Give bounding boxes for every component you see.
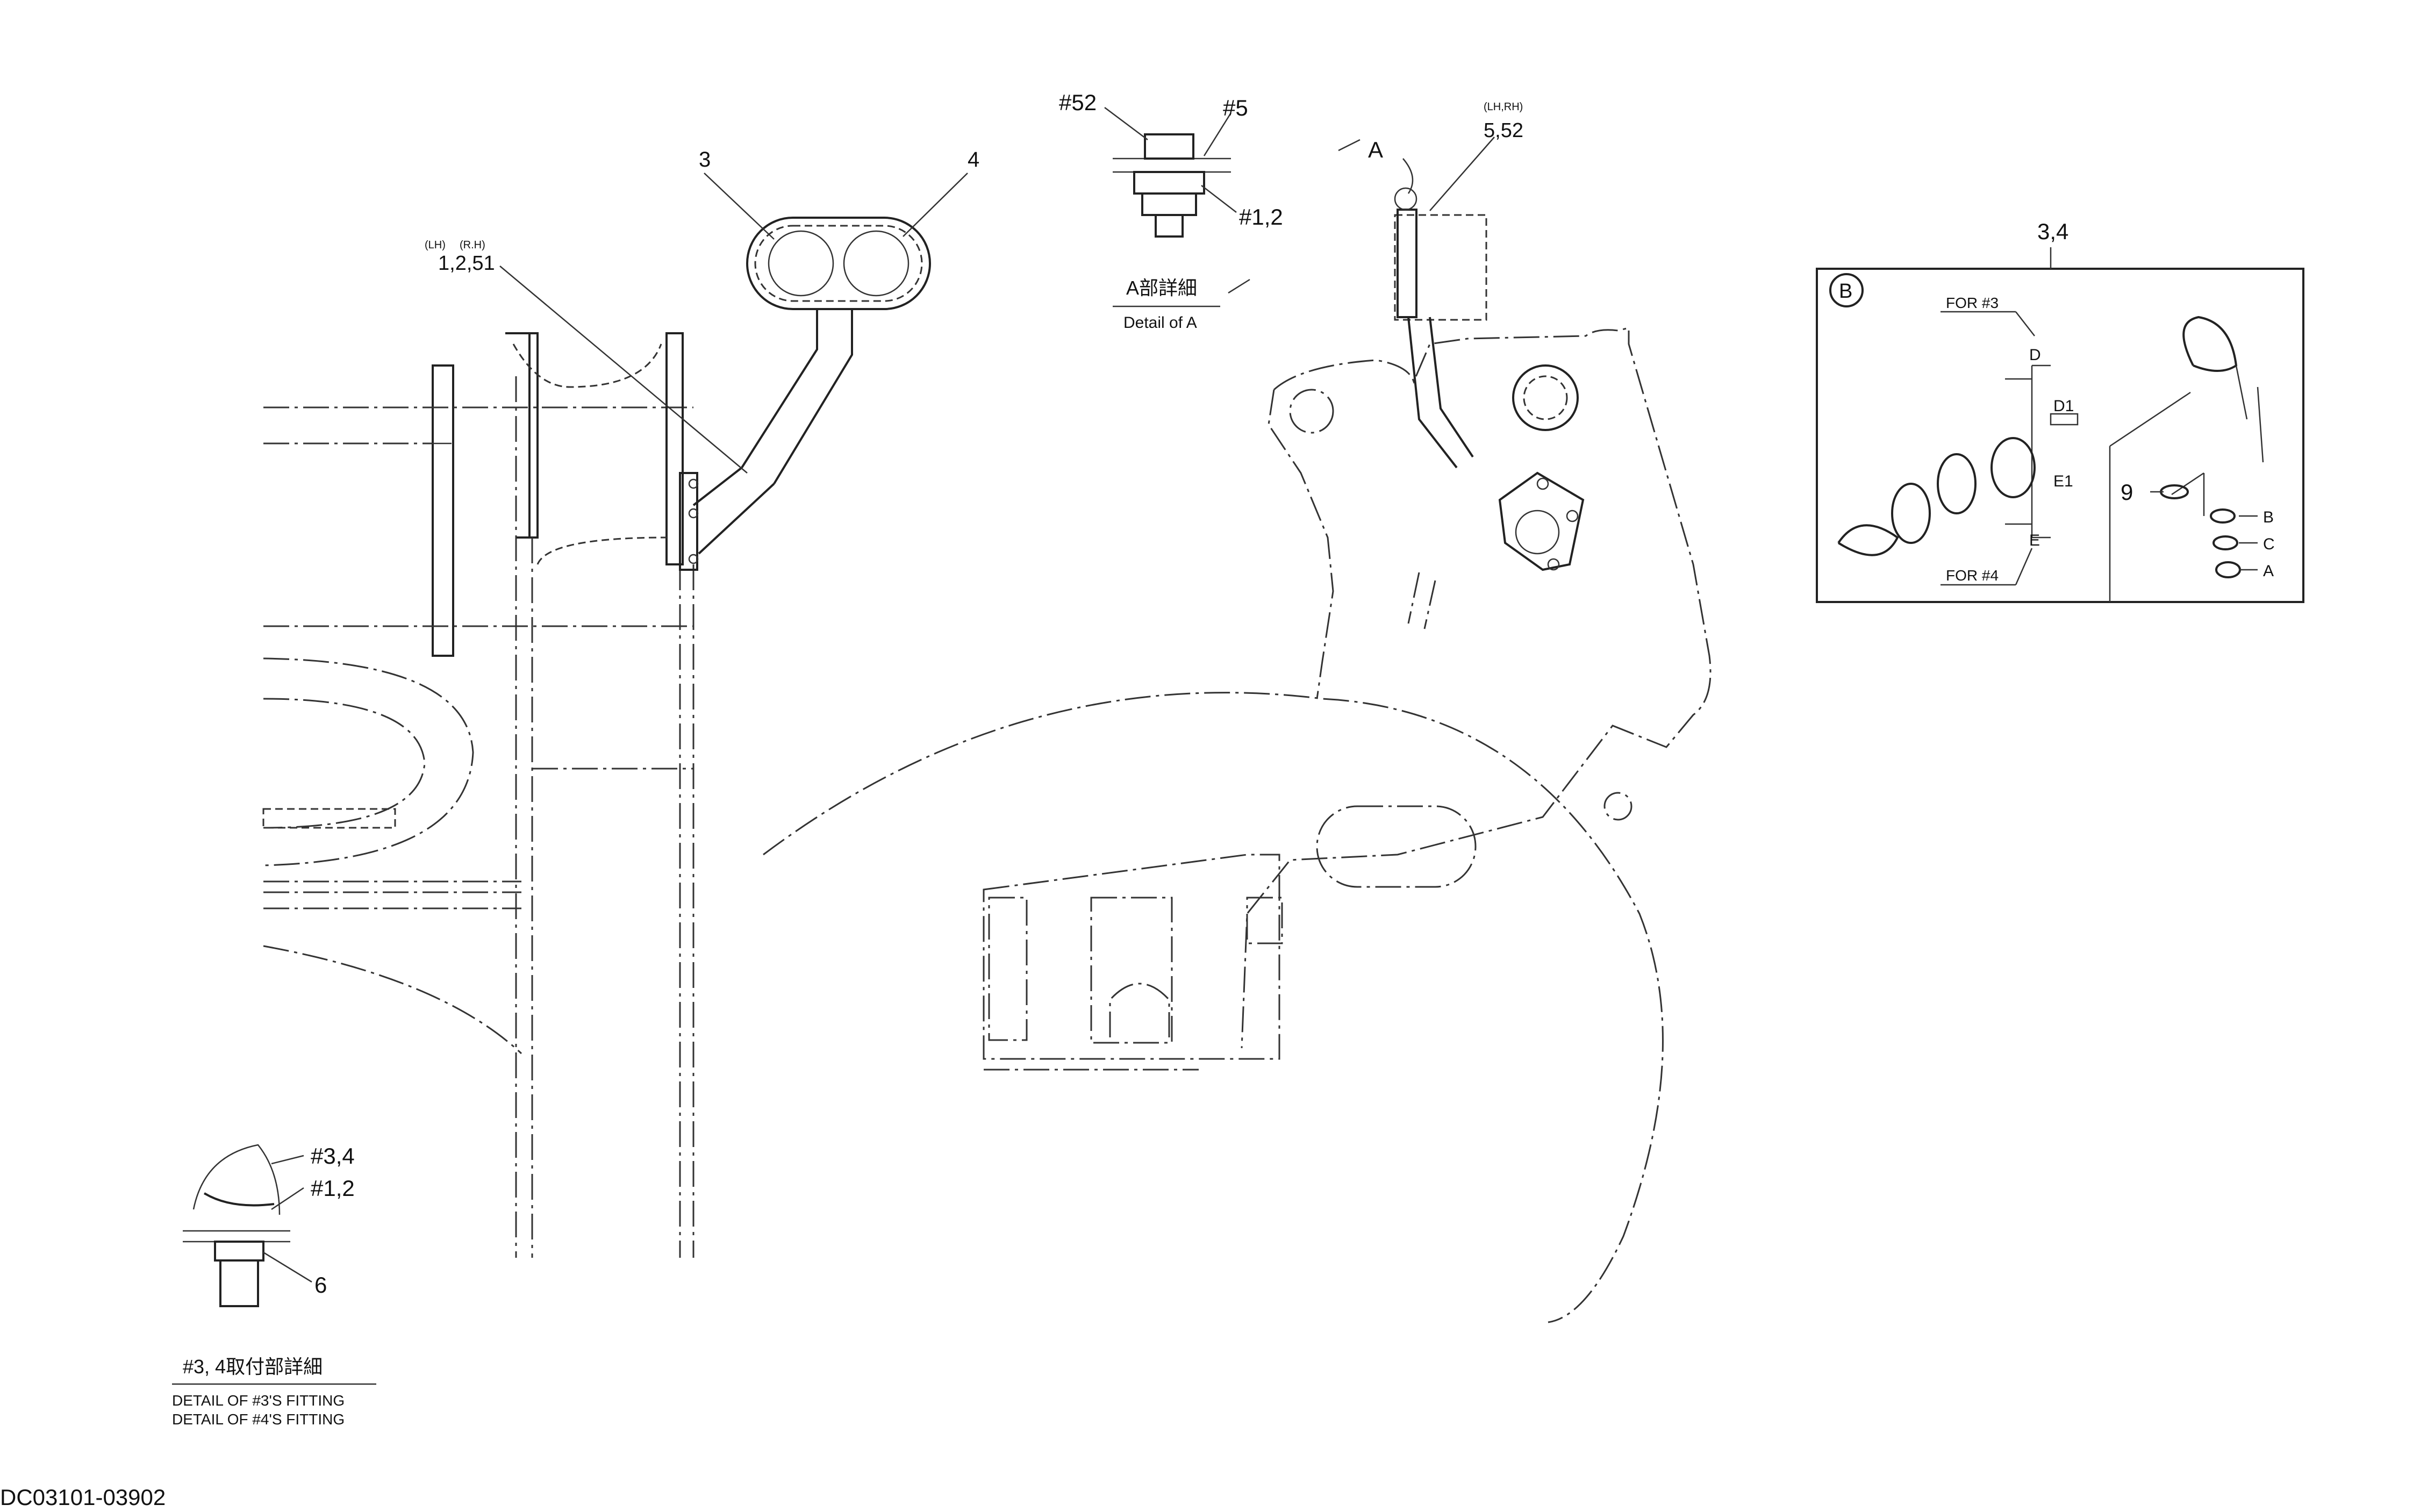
view-arrow-line (1228, 278, 1250, 294)
detail-a-callout: A (1368, 137, 1383, 162)
lamp-3-lens (768, 230, 834, 297)
detail-b-label-e: E (2029, 532, 2040, 549)
detail-b-label-c: C (2263, 535, 2275, 553)
detail-b-label-b: B (2263, 508, 2274, 526)
detail-a-title-en: Detail of A (1123, 314, 1197, 332)
detail-b-marker: B (1839, 280, 1852, 303)
detail-a-bolt (1104, 107, 1237, 238)
callout-parts-552: 5,52 (1484, 119, 1523, 142)
center-frame (763, 327, 1712, 1323)
fitting-part-12: #1,2 (311, 1176, 355, 1201)
callout-part-4: 4 (968, 148, 979, 171)
detail-b-label-e1: E1 (2053, 472, 2073, 490)
fitting-title-jp: #3, 4取付部詳細 (183, 1356, 323, 1378)
work-lamp-assembly (679, 217, 931, 571)
lamp-4-lens (843, 230, 910, 297)
detail-b-part-9: 9 (2121, 479, 2133, 505)
callout-parts-1251: 1,2,51 (438, 252, 495, 275)
detail-b-panel (1816, 247, 2304, 603)
detail-a-part-12: #1,2 (1239, 204, 1283, 230)
detail-a-part-5: #5 (1223, 95, 1248, 120)
detail-a-title-jp: A部詳細 (1126, 277, 1197, 299)
callout-rh: (R.H) (460, 239, 485, 251)
detail-b-header: 3,4 (2037, 219, 2068, 244)
fitting-part-6: 6 (314, 1272, 327, 1298)
detail-b-label-d1: D1 (2053, 397, 2074, 415)
callout-lh-rh: (LH,RH) (1484, 101, 1523, 113)
main-leaders (499, 173, 968, 474)
fitting-part-34: #3,4 (311, 1143, 355, 1169)
detail-b-for4: FOR #4 (1946, 567, 1999, 584)
callout-lh: (LH) (425, 239, 446, 251)
detail-b-label-a: A (2263, 562, 2274, 580)
detail-a-part-52: #52 (1059, 90, 1097, 115)
detail-b-label-d: D (2029, 346, 2041, 364)
detail-b-for3: FOR #3 (1946, 295, 1999, 311)
fitting-title-en-2: DETAIL OF #4'S FITTING (172, 1411, 345, 1428)
left-frame-structure (262, 332, 694, 1258)
center-lamp-bracket (1394, 137, 1585, 571)
drawing-id: DC03101-03902 (0, 1485, 166, 1510)
fitting-detail-view (183, 1144, 312, 1307)
callout-part-3: 3 (699, 148, 711, 171)
fitting-title-en-1: DETAIL OF #3'S FITTING (172, 1392, 345, 1409)
